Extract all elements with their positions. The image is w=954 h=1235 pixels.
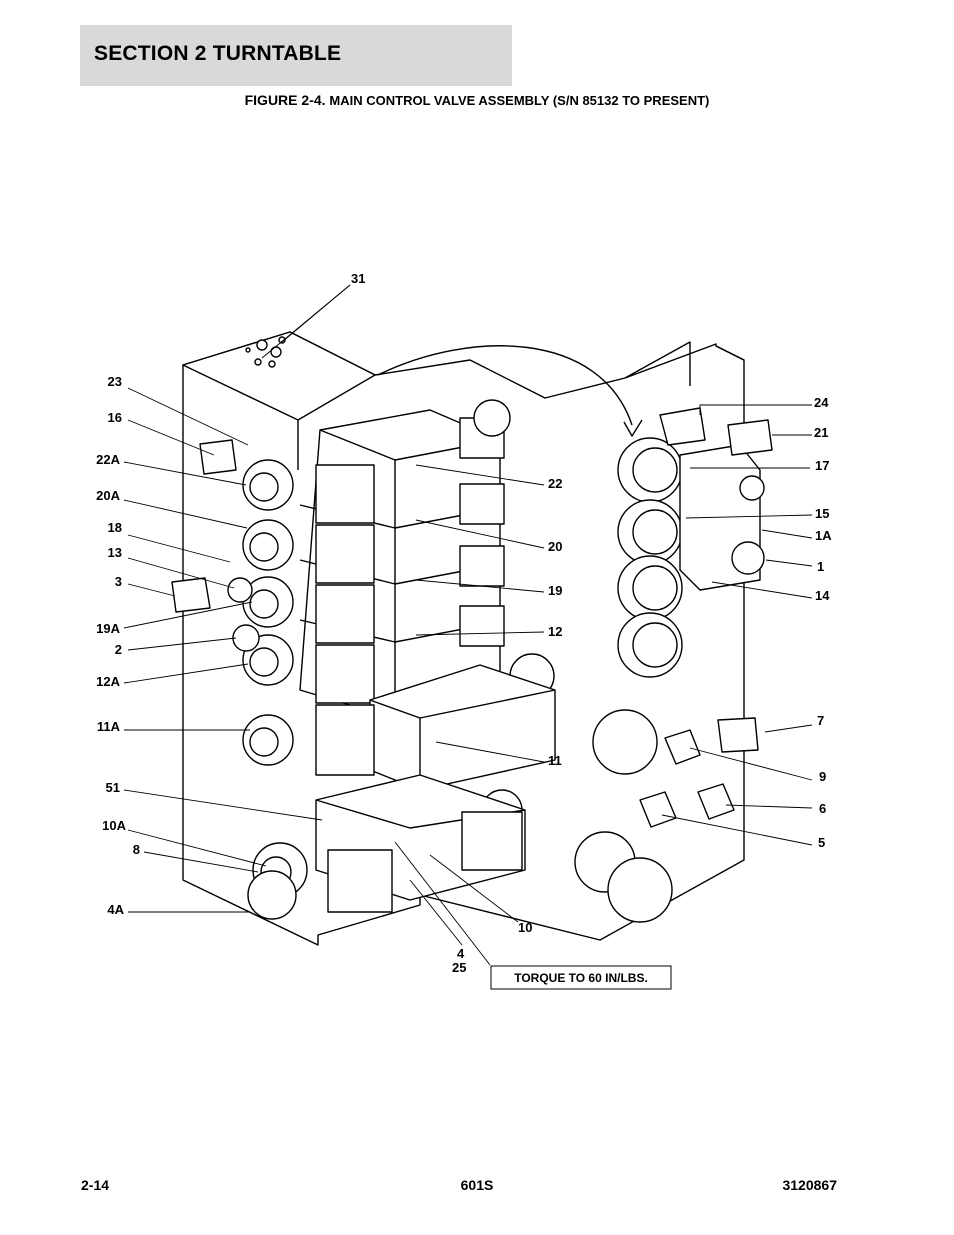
callout-label: 1 <box>817 559 824 574</box>
valve-body-drawing <box>171 331 773 946</box>
callout-label: 4A <box>107 902 124 917</box>
callouts-right: 24 21 17 15 1A 1 14 7 9 6 5 <box>814 395 832 850</box>
model-name: 601S <box>460 1177 494 1193</box>
callouts-left: 23 16 22A 20A 18 13 3 19A 2 12A 11A 51 1… <box>96 374 140 917</box>
callout-label: 10A <box>102 818 126 833</box>
callout-label: 13 <box>108 545 122 560</box>
callout-label: 11A <box>97 719 121 734</box>
callout-label: 51 <box>106 780 120 795</box>
callout-label: 2 <box>115 642 122 657</box>
callout-label: 15 <box>815 506 829 521</box>
callout-label: 24 <box>814 395 829 410</box>
section-title: SECTION 2 TURNTABLE <box>94 42 342 65</box>
callout-label: 6 <box>819 801 826 816</box>
leader-lines <box>123 284 813 966</box>
callout-label: 19 <box>548 583 562 598</box>
figure-caption: FIGURE 2-4. MAIN CONTROL VALVE ASSEMBLY … <box>0 92 954 108</box>
callout-label: 14 <box>815 588 830 603</box>
callout-label: 11 <box>548 753 562 768</box>
callout-label: 4 <box>457 946 465 961</box>
callout-label: 7 <box>817 713 824 728</box>
callout-label: 12A <box>96 674 120 689</box>
callout-label: 21 <box>814 425 828 440</box>
callout-label: 25 <box>452 960 466 975</box>
callout-label: 16 <box>108 410 122 425</box>
page-number: 2-14 <box>81 1177 110 1193</box>
callout-label: 3 <box>115 574 122 589</box>
callout-label: 22A <box>96 452 120 467</box>
callout-label: 8 <box>133 842 140 857</box>
torque-note: TORQUE TO 60 IN/LBS. <box>490 965 672 990</box>
callout-label: 1A <box>815 528 832 543</box>
callout-label: 31 <box>351 271 365 286</box>
figure-number: FIGURE 2-4. <box>244 92 326 108</box>
callout-label: 5 <box>818 835 825 850</box>
callout-label: 20A <box>96 488 120 503</box>
figure-title: MAIN CONTROL VALVE ASSEMBLY (S/N 85132 T… <box>329 93 710 108</box>
callout-label: 23 <box>108 374 122 389</box>
torque-note-text: TORQUE TO 60 IN/LBS. <box>514 971 648 985</box>
callout-label: 22 <box>548 476 562 491</box>
callout-label: 9 <box>819 769 826 784</box>
callout-label: 12 <box>548 624 562 639</box>
callout-label: 17 <box>815 458 829 473</box>
callout-label: 20 <box>548 539 562 554</box>
callout-label: 10 <box>518 920 532 935</box>
callouts-center: 31 22 20 19 12 11 10 4 25 <box>351 271 562 975</box>
callout-label: 19A <box>96 621 120 636</box>
section-banner: SECTION 2 TURNTABLE <box>80 25 512 86</box>
callout-label: 18 <box>108 520 122 535</box>
document-number: 3120867 <box>782 1177 837 1193</box>
